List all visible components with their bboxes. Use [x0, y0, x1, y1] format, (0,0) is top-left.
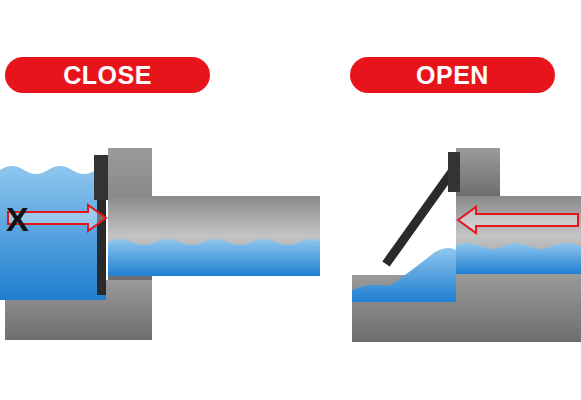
header-text: OPEN [416, 61, 489, 90]
open-illustration [352, 148, 581, 342]
pipe [108, 196, 320, 276]
head-wall [456, 148, 500, 196]
base-block [456, 274, 581, 342]
header-pill: OPEN [350, 57, 555, 93]
pipe-water [108, 239, 320, 276]
pipe [456, 196, 581, 274]
upstream-water [0, 166, 106, 300]
header-pill: CLOSE [5, 57, 210, 93]
flow-arrow [458, 207, 578, 233]
blocked-mark: X [6, 202, 29, 236]
pipe-water [456, 243, 581, 274]
hinge [94, 155, 108, 200]
flap [386, 166, 456, 264]
close-illustration [0, 148, 320, 340]
hinge [448, 152, 460, 192]
header-text: CLOSE [63, 61, 152, 90]
outflow-water [352, 248, 456, 302]
